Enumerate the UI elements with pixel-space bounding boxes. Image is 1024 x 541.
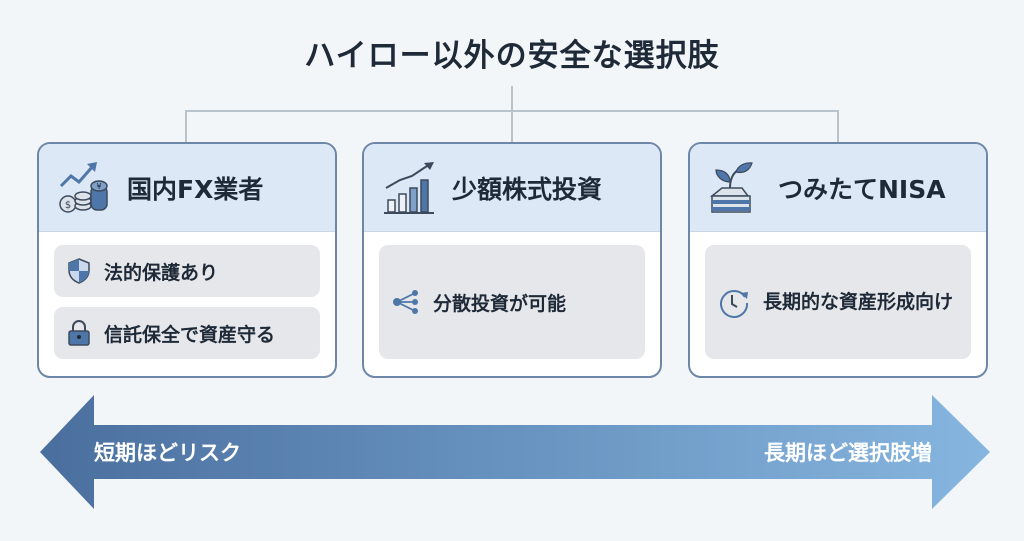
lock-icon	[68, 320, 90, 346]
arrow-left-label: 短期ほどリスク	[94, 441, 241, 465]
item-text: 長期的な資産形成向け	[763, 290, 954, 313]
list-item: 分散投資が可能	[379, 245, 645, 359]
svg-text:$: $	[65, 200, 71, 211]
bar-chart-icon	[384, 161, 434, 214]
page-title: ハイロー以外の安全な選択肢	[304, 38, 720, 74]
card-title: 少額株式投資	[452, 174, 603, 204]
card-title: 国内FX業者	[127, 174, 264, 204]
item-text: 法的保護あり	[104, 261, 219, 284]
timeline-arrow	[40, 395, 990, 509]
list-item: 信託保全で資産守る	[54, 307, 320, 359]
card-domestic-fx: $ ¥ 国内FX業者 法的保護あり 信託保全で資産守る	[37, 142, 337, 378]
list-item: 法的保護あり	[54, 245, 320, 297]
card-small-stock: 少額株式投資 分散投資が可能	[362, 142, 662, 378]
connector	[511, 86, 513, 111]
connector	[837, 110, 839, 142]
coins-chart-icon: $ ¥	[59, 161, 108, 213]
card-tsumitate-nisa: つみたてNISA 長期的な資産形成向け	[688, 142, 988, 378]
share-icon	[393, 290, 418, 314]
connector	[185, 110, 187, 142]
item-text: 信託保全で資産守る	[104, 323, 276, 346]
card-title: つみたてNISA	[778, 174, 946, 204]
clock-icon	[720, 290, 749, 318]
plant-icon	[709, 161, 753, 213]
item-text: 分散投資が可能	[433, 292, 567, 315]
svg-text:¥: ¥	[96, 182, 101, 191]
list-item: 長期的な資産形成向け	[705, 245, 971, 359]
shield-icon	[68, 258, 90, 284]
connector	[511, 110, 513, 142]
arrow-right-label: 長期ほど選択肢増	[764, 441, 932, 465]
